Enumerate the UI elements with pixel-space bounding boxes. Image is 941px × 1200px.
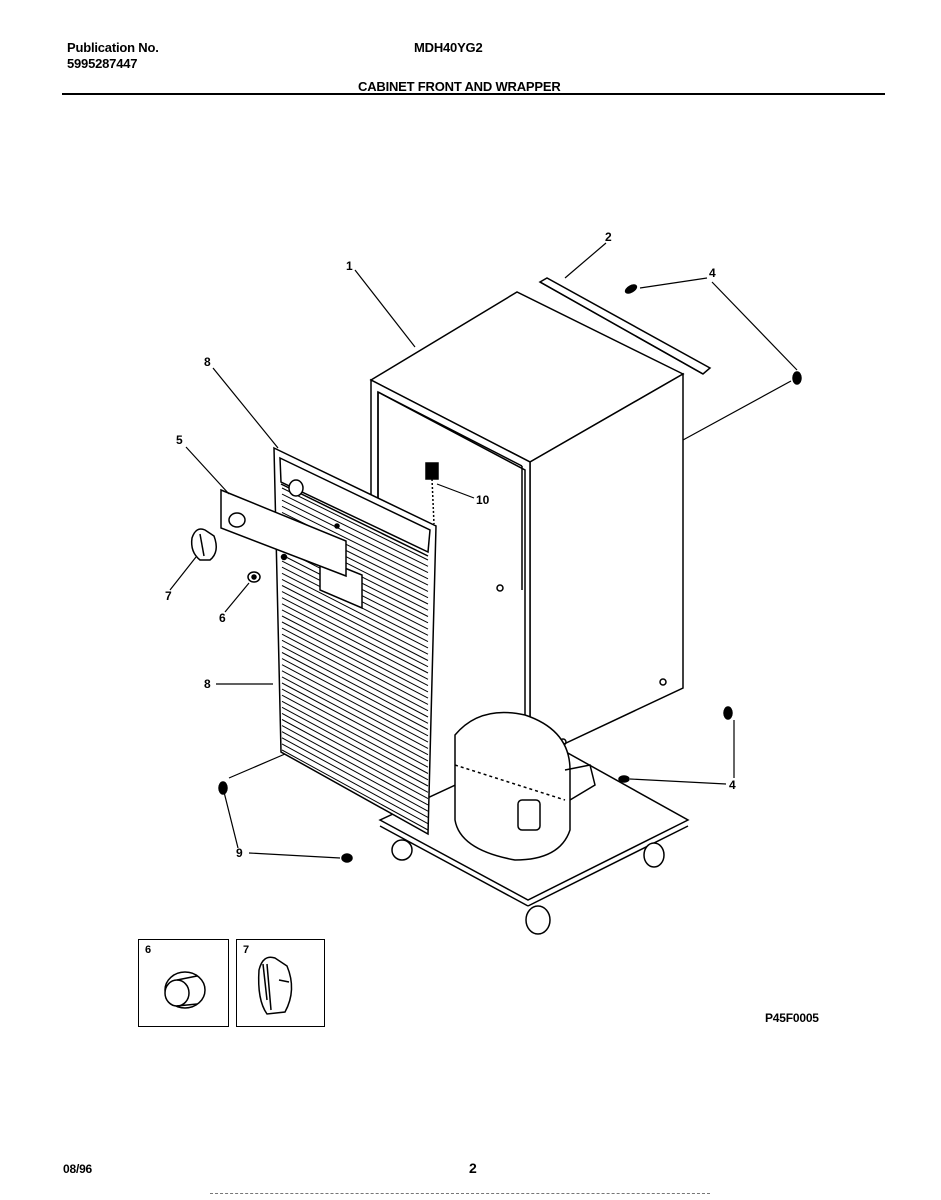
button-part-6 xyxy=(247,571,261,583)
screws-part-4 xyxy=(618,284,802,783)
header-rule xyxy=(62,93,885,95)
screws-part-9 xyxy=(218,781,353,863)
callout-8-top: 8 xyxy=(204,355,211,369)
leader-lines xyxy=(169,242,798,859)
footer-date: 08/96 xyxy=(63,1162,93,1176)
publication-number: 5995287447 xyxy=(67,56,138,71)
switch-part-10 xyxy=(425,462,439,525)
callout-7: 7 xyxy=(165,589,172,603)
inset-button-detail: 6 xyxy=(138,939,229,1027)
callout-5: 5 xyxy=(176,433,183,447)
section-title: CABINET FRONT AND WRAPPER xyxy=(358,79,561,94)
callout-2: 2 xyxy=(605,230,612,244)
model-number: MDH40YG2 xyxy=(414,40,483,55)
knob-detail-icon xyxy=(257,956,293,1015)
callout-4-bottom: 4 xyxy=(729,778,736,792)
callout-8-mid: 8 xyxy=(204,677,211,691)
callout-6: 6 xyxy=(219,611,226,625)
figure-id: P45F0005 xyxy=(765,1011,819,1025)
page-number: 2 xyxy=(469,1160,477,1176)
top-rail xyxy=(538,277,712,375)
knob-part-7 xyxy=(190,528,217,561)
inset-label: 6 xyxy=(145,944,152,956)
callout-9: 9 xyxy=(236,846,243,860)
callout-10: 10 xyxy=(476,493,490,507)
control-plate xyxy=(220,479,347,578)
inset-label: 7 xyxy=(243,944,250,956)
compressor-base xyxy=(378,711,690,935)
callout-4-top: 4 xyxy=(709,266,716,280)
button-detail-icon xyxy=(164,971,206,1009)
footer-rule xyxy=(210,1193,710,1195)
inset-knob-detail: 7 xyxy=(236,939,325,1027)
publication-label: Publication No. xyxy=(67,40,159,55)
callout-1: 1 xyxy=(346,259,353,273)
